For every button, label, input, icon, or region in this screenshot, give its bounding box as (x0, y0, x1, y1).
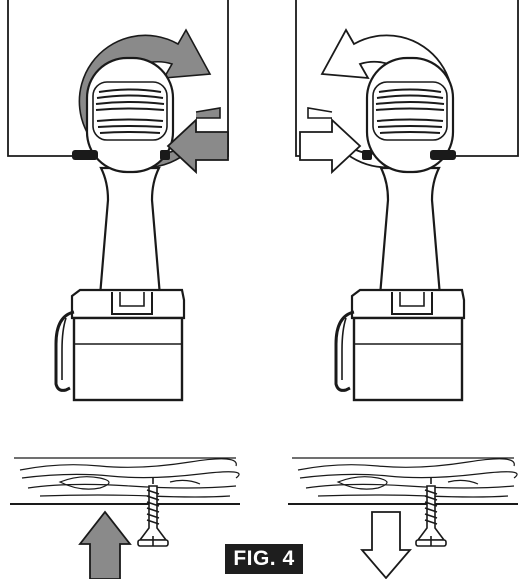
down-arrow (360, 511, 412, 579)
push-arrow-right (299, 117, 362, 175)
direction-selector-right (430, 150, 456, 160)
drill-right (334, 56, 466, 402)
left-panel (7, 0, 229, 402)
drill-left (54, 56, 186, 402)
up-arrow (78, 510, 132, 579)
direction-selector-left (72, 150, 98, 160)
wood-right (287, 457, 519, 547)
right-panel (295, 0, 519, 402)
push-arrow-left (166, 117, 229, 175)
figure-label: FIG. 4 (225, 544, 303, 574)
wood-left (9, 457, 241, 547)
